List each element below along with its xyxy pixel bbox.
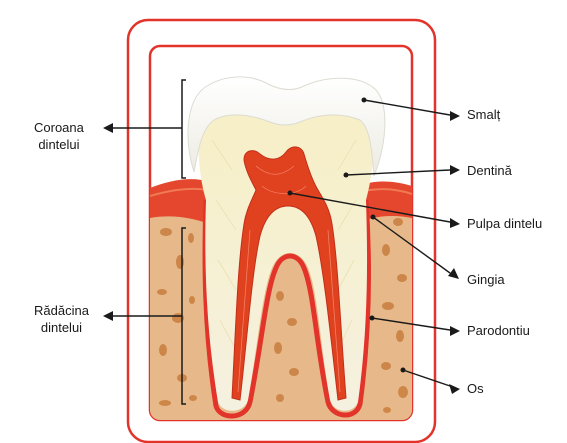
label-root-line2: dintelui: [34, 319, 89, 336]
label-crown-line1: Coroana: [34, 119, 84, 136]
label-root-line1: Rădăcina: [34, 302, 89, 319]
label-smalt: Smalț: [467, 106, 500, 123]
label-pulpa: Pulpa dintelu: [467, 215, 567, 232]
label-os: Os: [467, 380, 484, 397]
label-crown: Coroana dintelui: [34, 119, 84, 153]
label-crown-line2: dintelui: [34, 136, 84, 153]
label-gingia: Gingia: [467, 271, 505, 288]
label-root: Rădăcina dintelui: [34, 302, 89, 336]
label-parodontiu: Parodontiu: [467, 322, 530, 339]
label-dentina: Dentină: [467, 162, 512, 179]
